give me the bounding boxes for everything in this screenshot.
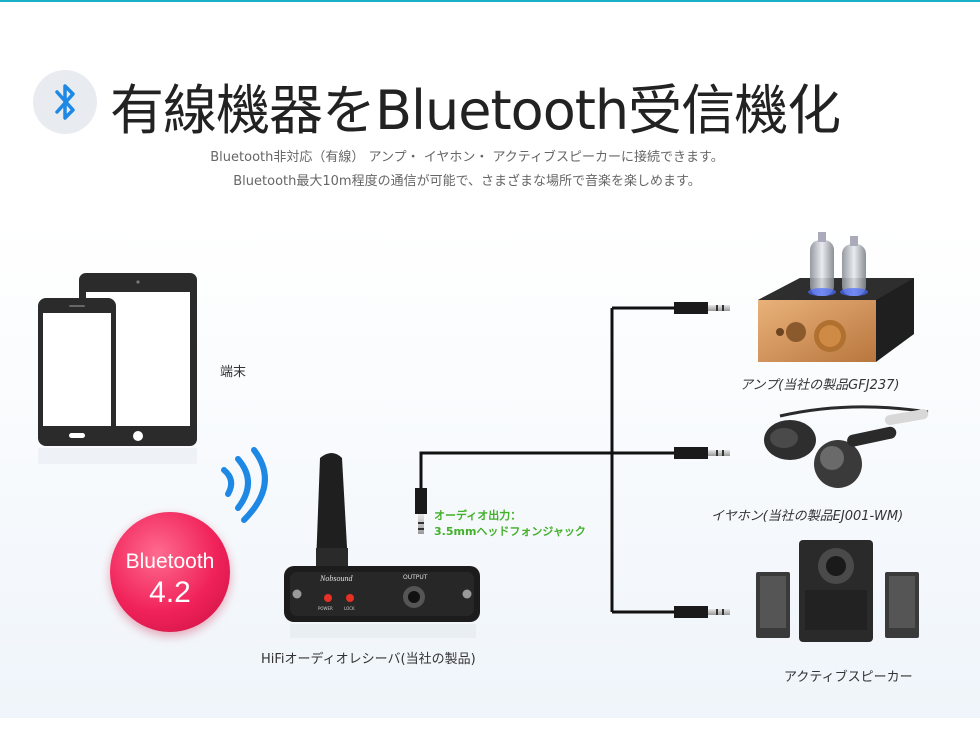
receiver-output-label: OUTPUT bbox=[403, 574, 428, 581]
audio-output-label-2: 3.5mmヘッドフォンジャック bbox=[434, 525, 586, 538]
receiver-lock-label: LOCK bbox=[344, 606, 355, 611]
bluetooth-version-badge: Bluetooth 4.2 bbox=[110, 512, 230, 632]
plug-amp bbox=[674, 302, 730, 314]
terminal-label: 端末 bbox=[220, 365, 247, 380]
receiver-body bbox=[284, 566, 480, 622]
tube-amplifier bbox=[758, 232, 914, 362]
receiver-antenna bbox=[316, 453, 348, 568]
subtitle-line-2: Bluetooth最大10m程度の通信が可能で、さまざまな場所で音楽を楽しめます… bbox=[233, 174, 701, 189]
bottom-band bbox=[0, 718, 980, 749]
receiver-plug bbox=[415, 488, 427, 534]
wireless-signal-icon bbox=[221, 447, 268, 523]
bluetooth-icon bbox=[33, 70, 97, 134]
earphones bbox=[764, 405, 929, 488]
audio-output-label-1: オーディオ出力： bbox=[434, 509, 522, 522]
plug-earphone bbox=[674, 447, 730, 459]
badge-line-2: 4.2 bbox=[149, 576, 191, 609]
top-accent-line bbox=[0, 0, 980, 2]
plug-speaker bbox=[674, 606, 730, 618]
page-title: 有線機器をBluetooth受信機化 bbox=[110, 79, 841, 142]
speaker-label: アクティブスピーカー bbox=[784, 670, 913, 685]
active-speakers bbox=[756, 540, 919, 642]
smartphone-icon bbox=[38, 298, 116, 446]
receiver-label: HiFiオーディオレシーバ(当社の製品) bbox=[261, 652, 476, 667]
amp-label: アンプ(当社の製品GFJ237) bbox=[740, 378, 900, 393]
badge-line-1: Bluetooth bbox=[125, 550, 215, 573]
subtitle-line-1: Bluetooth非対応（有線） アンプ・ イヤホン・ アクティブスピーカーに接… bbox=[210, 150, 724, 165]
earphone-label: イヤホン(当社の製品EJ001-WM) bbox=[711, 509, 904, 524]
receiver-power-label: POWER bbox=[318, 606, 333, 611]
audio-cable bbox=[419, 306, 674, 614]
receiver-brand: Nobsound bbox=[320, 574, 353, 583]
